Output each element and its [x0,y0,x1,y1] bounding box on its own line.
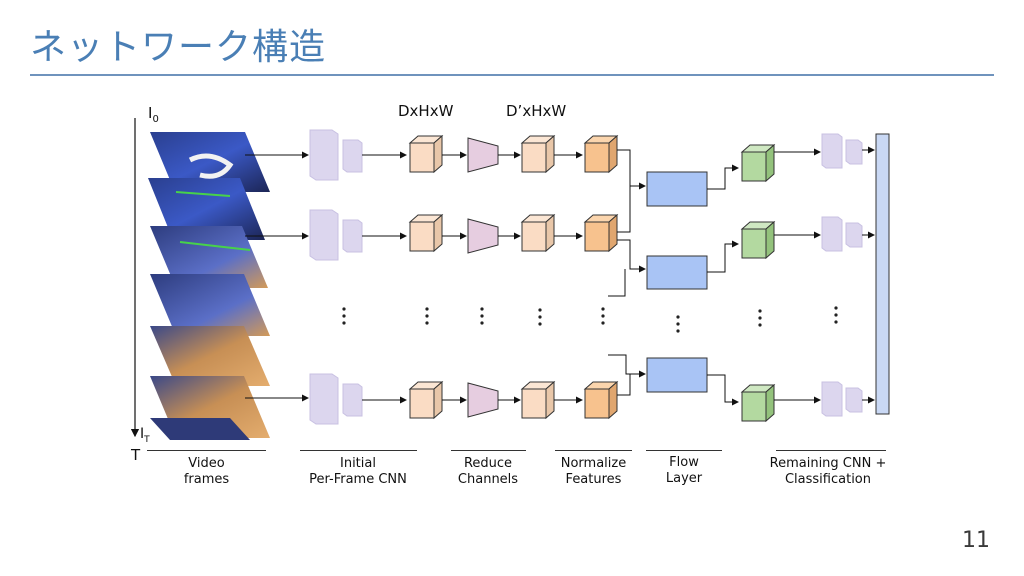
stage-label-normalize-features: Normalize Features [560,456,627,487]
remaining-cube-row-3 [740,383,776,423]
video-frame-overlay [179,241,251,251]
stage-label-flow-layer: Flow Layer [665,455,703,486]
stage-underline [300,450,417,451]
remaining-cube-row-2 [740,220,776,260]
normalize-cube-row-2 [583,213,619,253]
page-title: ネットワーク構造 [30,27,327,68]
frame-end-label: IT [140,426,150,445]
stage-underline [555,450,632,451]
input-cube-row-1 [408,134,444,174]
flow-layer-block-1 [646,171,708,207]
title-divider [30,74,994,76]
normalize-cube-row-3 [583,380,619,420]
input-cube-row-2 [408,213,444,253]
flow-layer-block-2 [646,255,708,290]
video-frame [150,418,250,440]
video-frame [150,326,270,386]
video-frame [150,132,270,192]
video-frame [150,226,268,288]
reduced-cube-row-1 [520,134,556,174]
reduced-cube-row-3 [520,380,556,420]
frame-start-label: I0 [148,104,159,125]
reduce-trapezoid-row-2 [467,218,499,254]
post-flow-connectors [707,164,739,406]
flow-layer-block-3 [646,357,708,393]
reduced-cube-row-2 [520,213,556,253]
reduce-trapezoid-row-3 [467,382,499,418]
initial-cnn-row-2 [309,209,363,261]
ellipsis-markers [342,306,838,333]
stage-label-video-frames: Video frames [183,456,230,487]
reduce-trapezoid-row-1 [467,137,499,173]
time-axis-label: T [131,446,141,464]
stage-underline [646,450,722,451]
video-frame-overlay [175,191,231,197]
flow-connectors [608,149,646,396]
input-cube-row-3 [408,380,444,420]
classifier-bar [875,133,890,415]
initial-cnn-row-1 [309,129,363,181]
dims-label-reduced: D’xHxW [506,102,567,120]
final-cnn-row-1 [821,133,863,169]
video-frame [150,274,270,336]
stage-label-remaining-cnn: Remaining CNN + Classification [769,456,887,487]
final-cnn-row-3 [821,381,863,417]
stage-label-initial-cnn: Initial Per-Frame CNN [309,456,407,487]
final-cnn-row-2 [821,216,863,252]
video-frames-stack [148,132,270,440]
video-frame-overlay [188,153,234,179]
video-frame [148,178,265,240]
normalize-cube-row-1 [583,134,619,174]
page-number: 11 [962,528,990,553]
stage-underline [147,450,266,451]
stage-label-reduce-channels: Reduce Channels [457,456,519,487]
initial-cnn-row-3 [309,373,363,425]
stage-underline [776,450,886,451]
remaining-cube-row-1 [740,143,776,183]
dims-label-input: DxHxW [398,102,454,120]
stage-underline [451,450,526,451]
